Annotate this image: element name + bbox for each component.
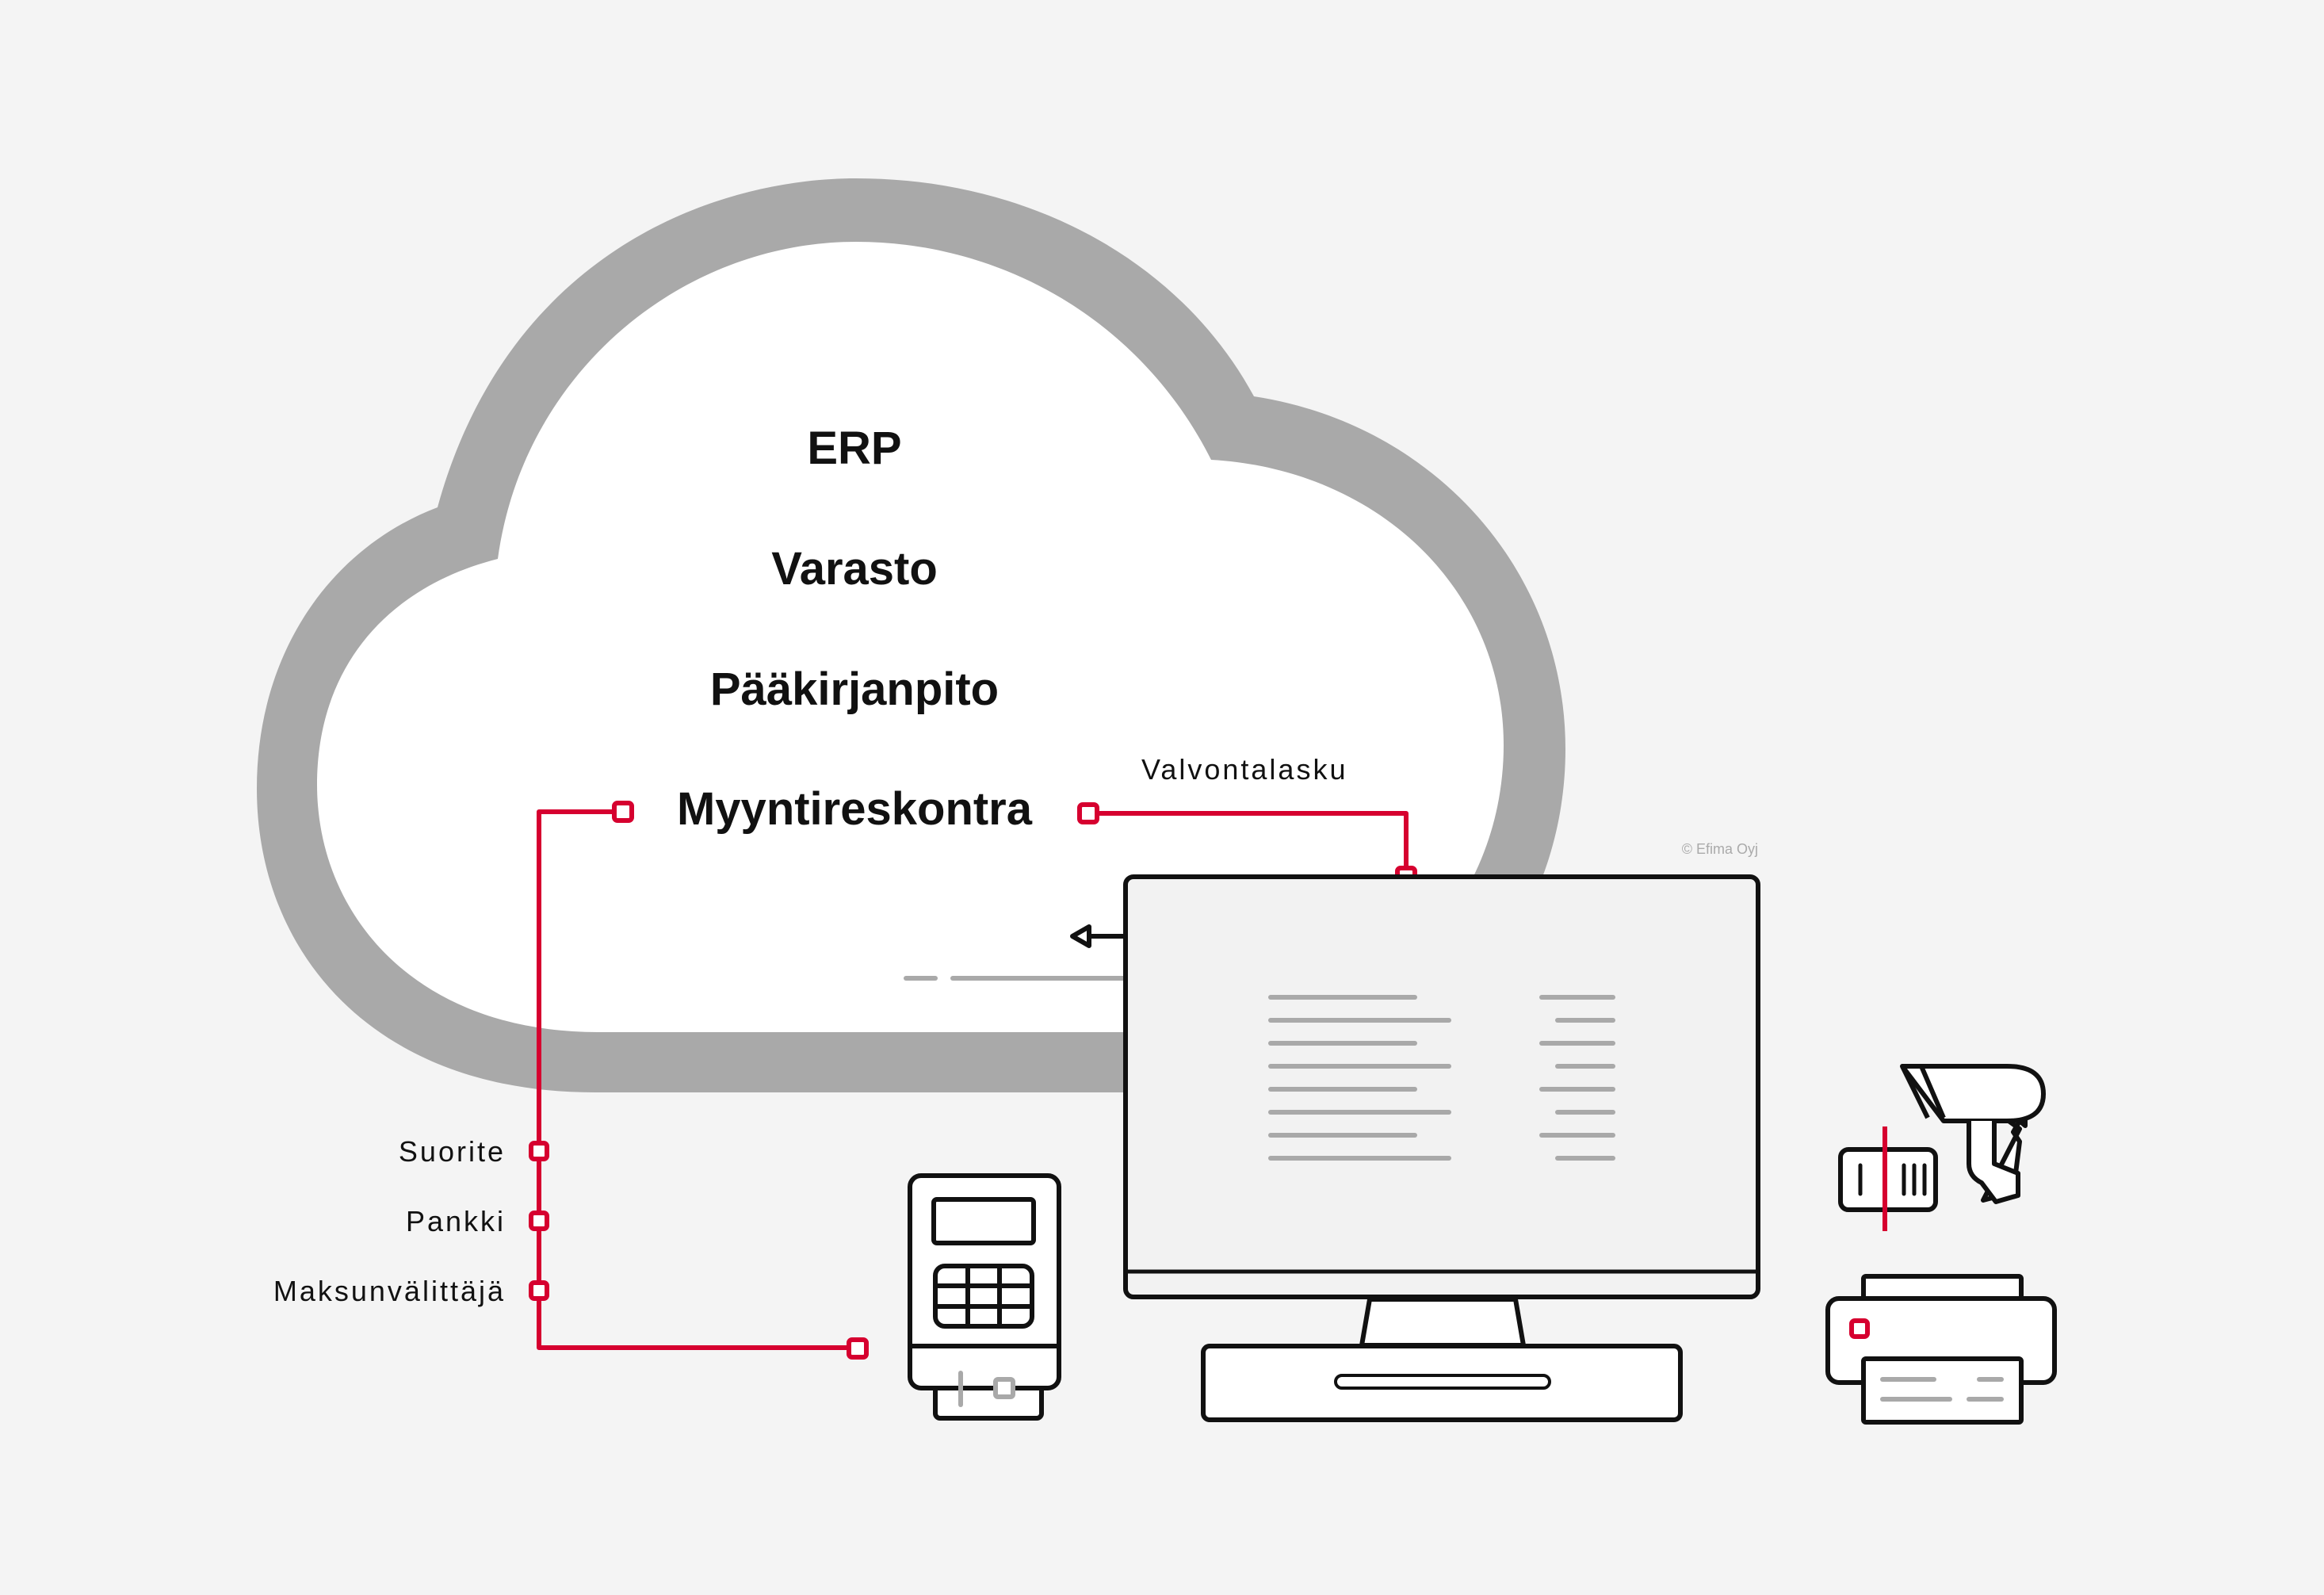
barcode-scanner-icon xyxy=(1838,1064,2046,1231)
cloud-item-varasto: Varasto xyxy=(771,543,938,595)
node-pankki xyxy=(529,1211,549,1231)
cloud-item-erp: ERP xyxy=(807,423,901,474)
label-valvontalasku: Valvontalasku xyxy=(1141,753,1347,786)
copyright-text: © Efima Oyj xyxy=(1682,841,1758,857)
cloud-item-myyntireskontra: Myyntireskontra xyxy=(677,783,1033,835)
label-pankki: Pankki xyxy=(406,1205,506,1237)
cloud-item-paakirjanpito: Pääkirjanpito xyxy=(710,664,999,715)
receipt-printer-icon xyxy=(1825,1274,2057,1425)
cloud-shape xyxy=(257,178,1565,1092)
label-suorite: Suorite xyxy=(399,1135,506,1168)
node-terminal xyxy=(847,1337,869,1360)
invoice-connector-line xyxy=(1089,811,1409,877)
payment-connector-line xyxy=(537,809,852,1350)
document-lines xyxy=(1268,995,1615,1161)
computer-monitor-icon xyxy=(1123,874,1760,1422)
node-myyntireskontra-left xyxy=(612,801,634,823)
node-myyntireskontra-right xyxy=(1077,802,1099,824)
node-suorite xyxy=(529,1141,549,1161)
label-maksunvalittaja: Maksunvälittäjä xyxy=(273,1275,506,1307)
node-maksunvalittaja xyxy=(529,1280,549,1301)
payment-terminal-icon xyxy=(908,1173,1061,1421)
